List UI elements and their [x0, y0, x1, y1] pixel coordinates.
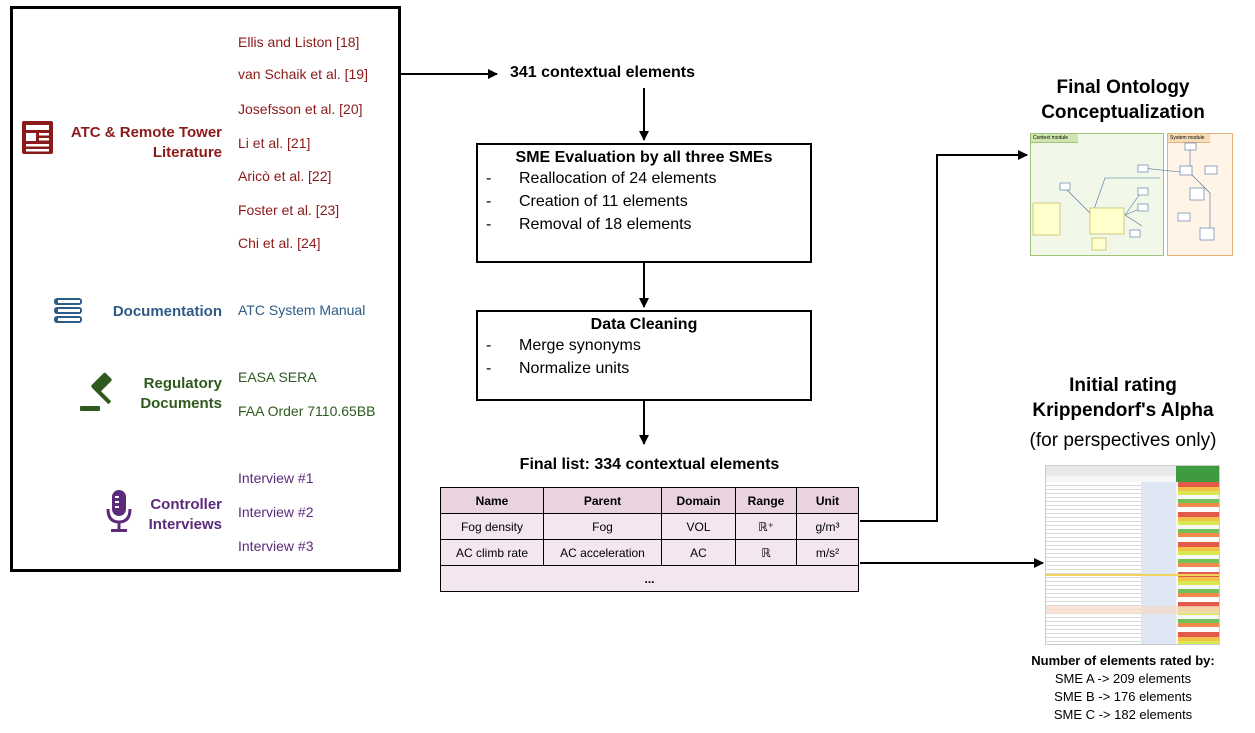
rating-count: SME C -> 182 elements	[1053, 707, 1193, 722]
table-row: ...	[440, 565, 859, 592]
column-header: Unit	[796, 487, 859, 514]
interview-ref: Interview #3	[238, 538, 314, 554]
table-cell: g/m³	[796, 513, 859, 540]
sme-evaluation-item: -Reallocation of 24 elements	[486, 170, 717, 187]
table-cell: m/s²	[796, 539, 859, 566]
table-cell: AC	[661, 539, 736, 566]
interview-ref: Interview #1	[238, 470, 314, 486]
table-cell: ℝ	[735, 539, 797, 566]
sources-panel	[10, 6, 401, 572]
table-header-row: Name Parent Domain Range Unit	[440, 487, 859, 514]
sme-evaluation-item: -Removal of 18 elements	[486, 216, 692, 233]
literature-ref: van Schaik et al. [19]	[238, 66, 368, 82]
table-cell: Fog	[543, 513, 662, 540]
interview-ref: Interview #2	[238, 504, 314, 520]
rating-count-title: Number of elements rated by:	[1031, 653, 1215, 668]
sme-evaluation-title: SME Evaluation by all three SMEs	[515, 149, 773, 166]
table-cell: AC acceleration	[543, 539, 662, 566]
documentation-label: Documentation	[112, 303, 222, 320]
literature-ref: Foster et al. [23]	[238, 202, 340, 218]
table-cell: ℝ⁺	[735, 513, 797, 540]
final-list-table: Name Parent Domain Range Unit Fog densit…	[440, 487, 859, 592]
data-cleaning-title: Data Cleaning	[590, 316, 698, 333]
elements-count: 341 contextual elements	[510, 64, 695, 81]
gavel-icon	[80, 372, 112, 411]
rating-spreadsheet-thumbnail	[1045, 465, 1220, 645]
final-list-title: Final list: 334 contextual elements	[519, 456, 780, 473]
microphone-icon	[106, 490, 132, 532]
column-header: Name	[440, 487, 544, 514]
table-cell: AC climb rate	[440, 539, 544, 566]
table-ellipsis: ...	[440, 565, 859, 592]
rating-subtitle: (for perspectives only)	[1029, 430, 1217, 451]
regulatory-label: Regulatory Documents	[140, 375, 222, 412]
documentation-ref: ATC System Manual	[238, 302, 366, 318]
books-icon	[54, 298, 82, 323]
literature-ref: Aricò et al. [22]	[238, 168, 332, 184]
system-module-tab: System module	[1168, 134, 1210, 143]
regulatory-ref: FAA Order 7110.65BB	[238, 403, 376, 419]
rating-count: SME A -> 209 elements	[1054, 671, 1192, 686]
literature-ref: Chi et al. [24]	[238, 235, 321, 251]
interviews-label: Controller Interviews	[148, 496, 222, 533]
data-cleaning-item: -Normalize units	[486, 360, 630, 377]
table-row: AC climb rate AC acceleration AC ℝ m/s²	[440, 539, 859, 566]
ontology-title: Final Ontology Conceptualization	[1041, 77, 1205, 123]
data-cleaning-box: Data Cleaning -Merge synonyms -Normalize…	[476, 310, 812, 401]
column-header: Domain	[661, 487, 736, 514]
regulatory-ref: EASA SERA	[238, 369, 317, 385]
ontology-diagram-thumbnail: Context module System module	[1030, 133, 1233, 256]
table-cell: VOL	[661, 513, 736, 540]
rating-count: SME B -> 176 elements	[1054, 689, 1192, 704]
newspaper-icon	[22, 121, 53, 154]
ontology-diagram-lines	[1032, 142, 1218, 251]
data-cleaning-item: -Merge synonyms	[486, 337, 641, 354]
table-row: Fog density Fog VOL ℝ⁺ g/m³	[440, 513, 859, 540]
context-module-tab: Context module	[1031, 134, 1078, 143]
sme-evaluation-item: -Creation of 11 elements	[486, 193, 688, 210]
table-cell: Fog density	[440, 513, 544, 540]
literature-ref: Ellis and Liston [18]	[238, 34, 360, 50]
literature-ref: Li et al. [21]	[238, 135, 311, 151]
column-header: Range	[735, 487, 797, 514]
rating-title: Initial rating Krippendorf's Alpha	[1032, 375, 1214, 421]
literature-label: ATC & Remote Tower Literature	[70, 124, 222, 161]
column-header: Parent	[543, 487, 662, 514]
sme-evaluation-box: SME Evaluation by all three SMEs -Reallo…	[476, 143, 812, 263]
literature-ref: Josefsson et al. [20]	[238, 101, 363, 117]
